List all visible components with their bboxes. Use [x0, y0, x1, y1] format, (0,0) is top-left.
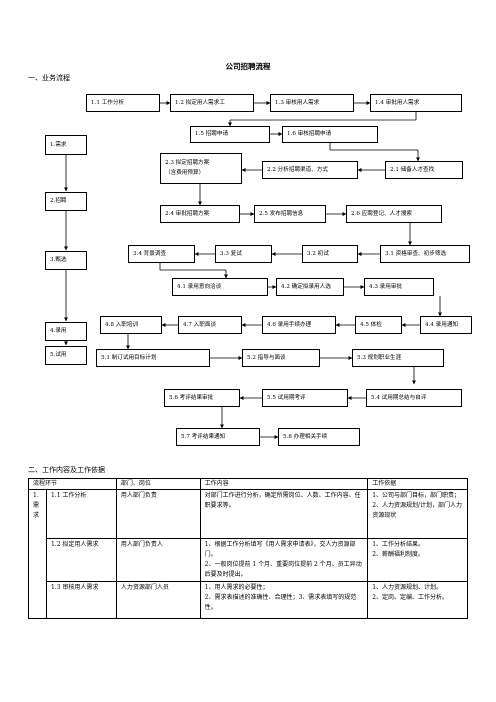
stage-hire: 4.录用: [45, 322, 87, 341]
page-title: 公司招聘流程: [225, 62, 271, 71]
row-step: 1.3 审核用人需求: [45, 581, 117, 619]
step-3-1: 3.1 资格审查、初步筛选: [380, 245, 470, 263]
stage-select: 3.甄选: [45, 251, 87, 270]
step-2-1: 2.1 储备人才查找: [385, 161, 463, 179]
step-5-8: 5.8 办理相关手续: [278, 428, 360, 446]
table-row: 1.2 拟定用人需求 用人部门负责人 1、根据工作分析填写《用人需求申请表》，交…: [29, 538, 468, 582]
table-row: 1. 需 求 1.1 工作分析 用人部门负责 对部门工作进行分析，确定所需岗位、…: [28, 489, 468, 619]
step-4-4: 4.4 录用通知: [420, 316, 472, 334]
group-demand: 1. 需 求: [28, 489, 47, 619]
stage-recruit: 2.招聘: [45, 192, 87, 211]
flow-arrows: [64, 101, 442, 439]
step-2-6: 2.6 应聘登记、人才搜索: [346, 205, 442, 223]
row-dept: 用人部门负责人: [115, 538, 201, 582]
step-2-4: 2.4 审批招聘方案: [160, 205, 240, 223]
step-2-5: 2.5 发布招聘信息: [254, 205, 326, 223]
row-content: 1、用人需求的必要性； 2、需求表描述的准确性、合理性；3、需求表填写的规范性。: [199, 581, 369, 619]
step-4-3: 4.3 录用审批: [364, 278, 434, 296]
step-1-3: 1.3 审核用人需求: [270, 94, 354, 112]
row-dept: 用人部门负责: [115, 489, 201, 539]
step-4-6: 4.6 录用手续办理: [262, 316, 336, 334]
work-content-table: 流程环节 部门、岗位 工作内容 工作依据 1. 需 求 1.1 工作分析 用人部…: [28, 478, 468, 619]
stage-demand: 1.需求: [45, 135, 87, 155]
step-4-1: 4.1 录用意向洽谈: [172, 278, 268, 296]
header-dept: 部门、岗位: [115, 478, 201, 490]
step-5-4: 5.4 试用期总结与自评: [366, 389, 462, 407]
step-3-2: 3.2 初试: [302, 245, 358, 263]
step-3-3: 3.3 复试: [215, 245, 272, 263]
header-step: 流程环节: [28, 478, 117, 490]
step-4-8: 4.8 入职培训: [100, 316, 162, 334]
step-2-3: 2.3 拟定招聘方案 （含费用预算）: [160, 153, 242, 184]
step-5-7: 5.7 考评结果通知: [176, 428, 260, 446]
step-4-5: 4.5 体检: [355, 316, 402, 334]
step-5-6: 5.6 考评结果审批: [164, 389, 240, 407]
step-4-2: 4.2 确定拟录用人选: [276, 278, 344, 296]
row-basis: 1、工作分析结果。 2、薪酬福利制度。: [367, 538, 468, 582]
step-1-2: 1.2 拟定用人需求工: [170, 94, 254, 112]
row-dept: 人力资源部门人员: [115, 581, 201, 619]
row-step: 1.1 工作分析: [45, 489, 117, 539]
row-basis: 1、人力资源规划、计划。 2、定岗、定编、工作分析。: [367, 581, 468, 619]
stage-probation: 5.试用: [45, 346, 87, 365]
header-basis: 工作依据: [367, 478, 468, 490]
section-heading-work: 二、工作内容及工作依据: [28, 466, 105, 474]
step-5-2: 5.2 指导与面谈: [242, 349, 320, 367]
row-basis: 1、公司与部门目标，部门职责； 2、人力资源规划/计划，部门人力资源现状: [367, 489, 468, 539]
step-5-5: 5.5 试用期考评: [262, 389, 348, 407]
row-step: 1.2 拟定用人需求: [45, 538, 117, 582]
step-5-1: 5.1 制订试用目标计划: [96, 349, 210, 367]
step-1-1: 1.1 工作分析: [86, 94, 160, 112]
step-5-3: 5.3 规划职业生涯: [352, 349, 444, 367]
step-2-2: 2.2 分析招聘渠道、方式: [262, 161, 358, 179]
step-3-4: 3.4 背景调查: [128, 245, 195, 263]
section-heading-process: 一、业务流程: [28, 74, 70, 82]
step-2-3-line1: 2.3 拟定招聘方案: [165, 160, 210, 166]
step-1-6: 1.6 审核招聘申请: [282, 126, 378, 143]
header-content: 工作内容: [199, 478, 369, 490]
table-header-row: 流程环节 部门、岗位 工作内容 工作依据: [28, 478, 468, 490]
row-content: 1、根据工作分析填写《用人需求申请表》，交人力资源部门。 2、一般岗位提前 1 …: [199, 538, 369, 582]
step-2-3-line2: （含费用预算）: [165, 170, 205, 176]
step-1-5: 1.5 招聘申请: [190, 126, 270, 143]
step-4-7: 4.7 入职面谈: [178, 316, 242, 334]
row-content: 对部门工作进行分析，确定所需岗位、人数、工作内容、任职要求等。: [199, 489, 369, 539]
table-row: 1.3 审核用人需求 人力资源部门人员 1、用人需求的必要性； 2、需求表描述的…: [29, 581, 468, 619]
step-1-4: 1.4 审批用人需求: [370, 94, 462, 112]
